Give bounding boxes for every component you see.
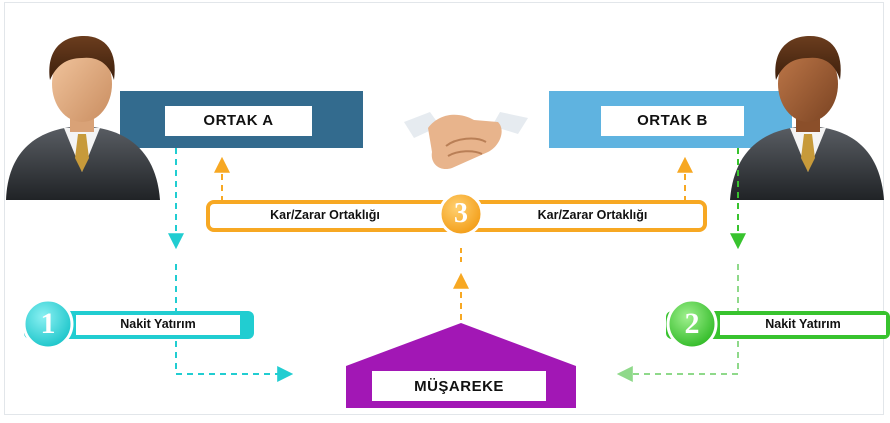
step-1-badge [22,298,74,350]
step-2-number: 2 [684,307,700,340]
investment-a-label: Nakit Yatırım [120,317,196,331]
businessman-icon [6,36,160,200]
investment-a-label-box [76,315,240,335]
musareke-label: MÜŞAREKE [414,378,504,395]
businessman-icon [730,36,884,200]
arrow-b-to-musareke [616,264,739,382]
partner-a-label-box [165,106,312,136]
profit-loss-right-label: Kar/Zarar Ortaklığı [537,208,648,222]
partner-b-label: ORTAK B [637,112,708,129]
partner-b-label-box [601,106,744,136]
step-1-number: 1 [40,307,56,340]
step-3-number: 3 [454,198,468,229]
partner-a-label: ORTAK A [203,112,274,129]
investment-b-label-box [720,315,886,335]
handshake-icon [404,112,528,170]
investment-b-label: Nakit Yatırım [765,317,841,331]
arrow-a-to-musareke [175,264,294,382]
step-3-badge [438,191,484,237]
musareke-label-box [372,371,546,401]
profit-loss-left-label: Kar/Zarar Ortaklığı [270,208,380,222]
step-2-badge [666,298,718,350]
